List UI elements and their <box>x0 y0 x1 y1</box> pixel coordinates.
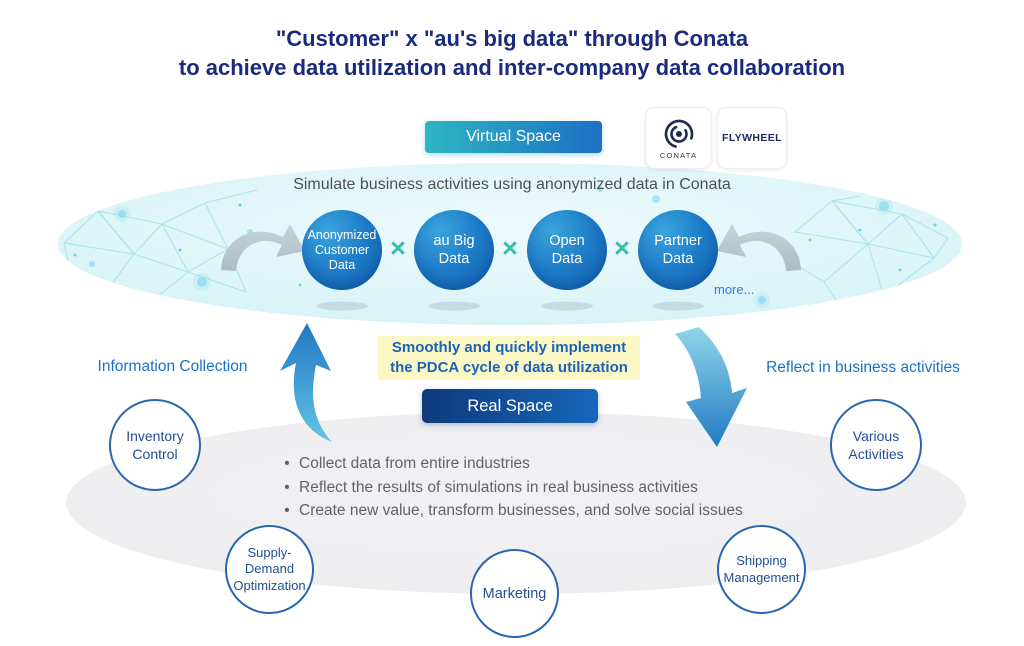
multiply-icon: × <box>390 233 406 263</box>
data-circle-shadows <box>316 301 704 311</box>
bullet-icon: • <box>284 455 290 472</box>
pdca-note-line1: Smoothly and quickly implement <box>391 339 627 356</box>
mesh-pattern <box>62 189 949 319</box>
pdca-note-line2: the PDCA cycle of data utilization <box>390 359 628 376</box>
download-arrow <box>675 327 747 447</box>
conata-logo-card: CONATA <box>645 107 712 169</box>
label-reflect-business-activities: Reflect in business activities <box>766 359 960 376</box>
activity-circle-supply-demand-optimization: Supply-Demand Optimization <box>225 525 314 614</box>
bullet-item: • Reflect the results of simulations in … <box>283 476 743 500</box>
data-circle-anonymized-customer-data: Anonymized Customer Data <box>302 210 382 290</box>
virtual-space-ellipse <box>58 163 962 325</box>
data-circle-label: au Big Data <box>433 233 475 267</box>
data-circle-partner-data: Partner Data <box>638 210 718 290</box>
pdca-note: Smoothly and quickly implement the PDCA … <box>378 336 640 380</box>
real-space-badge: Real Space <box>422 389 598 423</box>
activity-label: Supply-Demand Optimization <box>233 544 306 593</box>
activity-circle-inventory-control: Inventory Control <box>109 399 201 491</box>
conata-logo-label: CONATA <box>659 150 698 160</box>
flywheel-logo-card: FLYWHEEL <box>717 107 787 169</box>
multiply-icon: × <box>502 233 518 263</box>
more-label: more... <box>714 282 755 297</box>
bullet-icon: • <box>284 478 290 496</box>
real-space-label: Real Space <box>467 396 553 415</box>
bullet-icon: • <box>284 502 290 519</box>
bullet-text: Reflect the results of simulations in re… <box>299 478 698 496</box>
activity-label: Shipping Management <box>723 553 800 585</box>
upload-arrow <box>280 323 332 442</box>
page-title-line1: "Customer" x "au's big data" through Con… <box>275 26 749 51</box>
bullet-item: • Collect data from entire industries <box>283 452 743 476</box>
inflow-arrow-left <box>221 224 305 271</box>
simulation-caption: Simulate business activities using anony… <box>293 176 731 193</box>
virtual-space-badge: Virtual Space <box>425 121 602 153</box>
real-space-bullet-list: • Collect data from entire industries • … <box>283 452 743 523</box>
conata-logo-icon <box>664 119 693 148</box>
multiply-icon: × <box>614 233 630 263</box>
data-circle-label: Anonymized Customer Data <box>307 227 377 272</box>
data-circle-au-big-data: au Big Data <box>414 210 494 290</box>
bullet-item: • Create new value, transform businesses… <box>283 499 743 523</box>
activity-label: Various Activities <box>848 428 904 462</box>
data-circle-label: Partner Data <box>654 233 702 267</box>
bullet-text: Collect data from entire industries <box>299 455 530 472</box>
page-title: "Customer" x "au's big data" through Con… <box>0 24 1024 82</box>
data-circle-label: Open Data <box>549 233 585 267</box>
activity-circle-marketing: Marketing <box>470 549 559 638</box>
data-circle-open-data: Open Data <box>527 210 607 290</box>
bullet-text: Create new value, transform businesses, … <box>299 502 743 519</box>
activity-circle-shipping-management: Shipping Management <box>717 525 806 614</box>
page-title-line2: to achieve data utilization and inter-co… <box>178 55 846 80</box>
activity-label: Inventory Control <box>126 428 184 462</box>
label-information-collection: Information Collection <box>97 358 248 375</box>
inflow-arrow-right <box>717 224 801 271</box>
activity-circle-various-activities: Various Activities <box>830 399 922 491</box>
virtual-space-label: Virtual Space <box>466 128 561 145</box>
flywheel-logo-label: FLYWHEEL <box>722 132 782 144</box>
activity-label: Marketing <box>482 585 547 602</box>
